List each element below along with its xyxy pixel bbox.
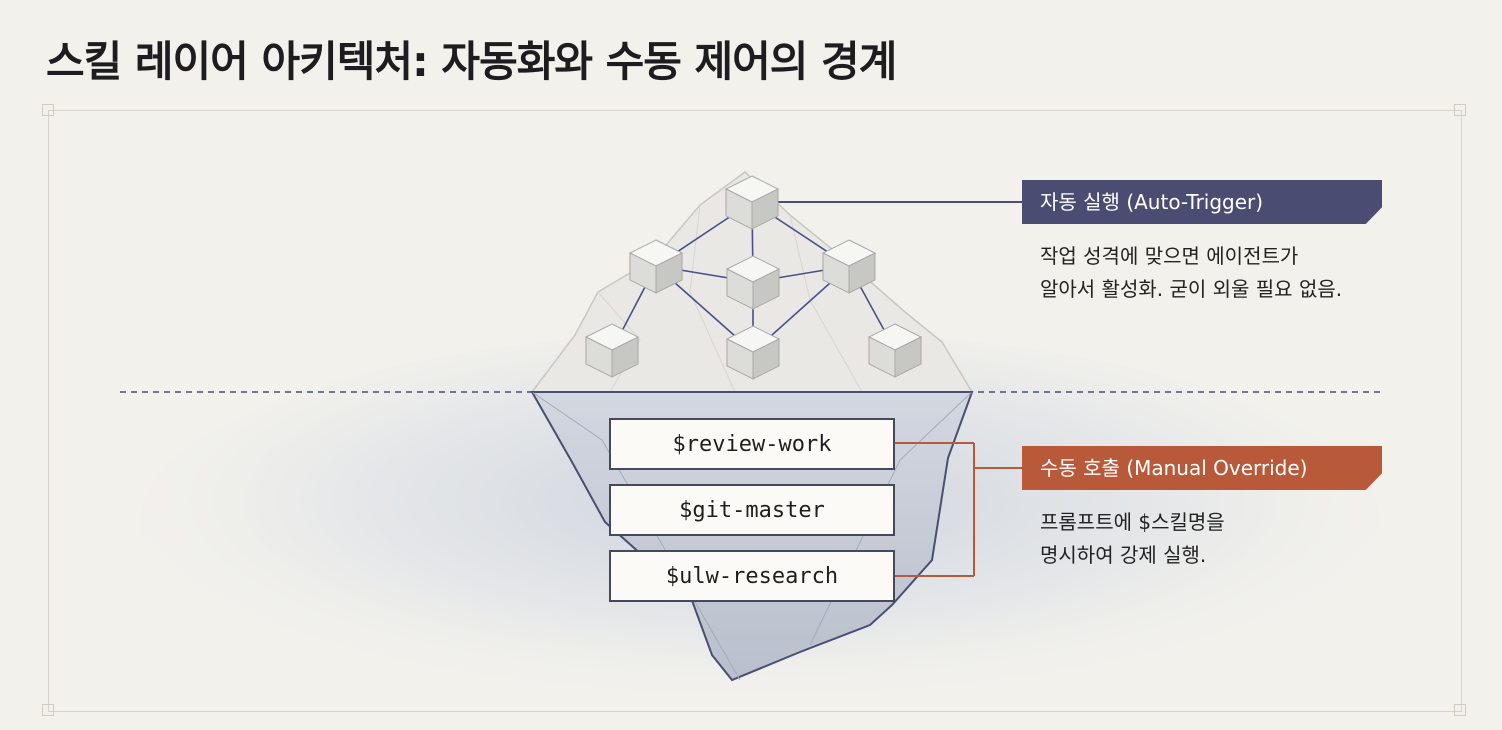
skill-box-git-master: $git-master <box>609 484 895 536</box>
skill-command: $ulw-research <box>665 563 839 589</box>
cube-node-bottom-right <box>867 323 923 378</box>
frame-corner <box>1454 704 1466 716</box>
skill-command: $git-master <box>679 497 825 523</box>
frame-corner <box>1454 104 1466 116</box>
description-line: 명시하여 강제 실행. <box>1040 543 1207 567</box>
manual-override-label: 수동 호출 (Manual Override) <box>1022 446 1382 490</box>
cube-node-left <box>628 239 684 294</box>
description-line: 작업 성격에 맞으면 에이전트가 <box>1040 244 1299 268</box>
cube-node-center <box>725 255 781 310</box>
description-line: 알아서 활성화. 굳이 외울 필요 없음. <box>1040 277 1343 301</box>
description-line: 프롬프트에 $스킬명을 <box>1040 510 1225 534</box>
page-title: 스킬 레이어 아키텍처: 자동화와 수동 제어의 경계 <box>46 37 897 86</box>
auto-trigger-description: 작업 성격에 맞으면 에이전트가 알아서 활성화. 굳이 외울 필요 없음. <box>1040 240 1342 306</box>
skill-box-ulw-research: $ulw-research <box>609 550 895 602</box>
cube-node-right <box>821 239 877 294</box>
auto-trigger-label: 자동 실행 (Auto-Trigger) <box>1022 180 1382 224</box>
cube-node-bottom-left <box>584 323 640 378</box>
skill-box-review-work: $review-work <box>609 418 895 470</box>
frame-corner <box>42 104 54 116</box>
manual-override-description: 프롬프트에 $스킬명을 명시하여 강제 실행. <box>1040 506 1225 572</box>
cube-node-bottom-center <box>725 325 781 380</box>
manual-connector <box>895 442 1022 577</box>
skill-command: $review-work <box>672 431 832 457</box>
frame-corner <box>42 704 54 716</box>
cube-node-top <box>724 175 780 230</box>
